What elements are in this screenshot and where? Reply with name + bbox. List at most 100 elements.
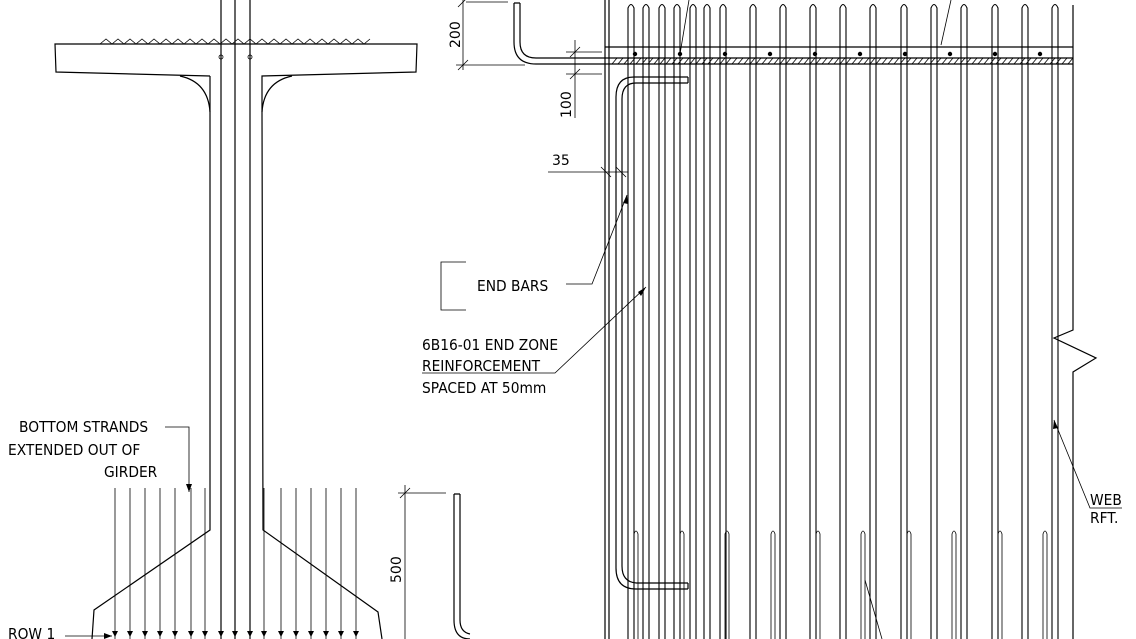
- stirrup-leg-8: [951, 530, 957, 639]
- end-zone-arrow: [638, 287, 646, 296]
- stirrup-5: [689, 3, 697, 639]
- stirrup-leg-3: [724, 530, 730, 639]
- slab-hatch-line: [713, 57, 720, 65]
- slab-hatch-line: [653, 57, 660, 65]
- bottom-strand-tip-7: [202, 631, 208, 637]
- slab-hatch-line: [731, 57, 738, 65]
- dimension-500: [398, 485, 446, 639]
- slab-hatch: [611, 57, 1074, 65]
- slab-hatch-line: [815, 57, 822, 65]
- slab-hatch-line: [833, 57, 840, 65]
- end-bar-c: [615, 76, 689, 590]
- slab-hatch-line: [893, 57, 900, 65]
- bottom-strand-tip-6: [188, 631, 194, 637]
- stirrup-2: [642, 3, 650, 639]
- dimension-35-label: 35: [552, 153, 570, 169]
- slab-hatch-line: [683, 57, 690, 65]
- web-rft-arrow: [1053, 420, 1058, 429]
- slab-hatch-line: [725, 57, 732, 65]
- slab-hatch-line: [821, 57, 828, 65]
- end-bars-label: END BARS: [477, 279, 548, 296]
- slab-hatch-line: [617, 57, 624, 65]
- slab-hatch-line: [869, 57, 876, 65]
- stirrup-11: [839, 3, 847, 639]
- bottom-strands-label-line3: GIRDER: [104, 465, 157, 482]
- stirrup-leg-4: [770, 530, 776, 639]
- top-leader-a: [679, 0, 690, 55]
- slab-hatch-line: [845, 57, 852, 65]
- slab-hatch-line: [857, 57, 864, 65]
- top-bar-dot-left: [218, 54, 224, 60]
- slab-hatch-line: [827, 57, 834, 65]
- bottom-strand-tip-14: [308, 631, 314, 637]
- slab-hatch-line: [971, 57, 978, 65]
- slab-hatch-line: [983, 57, 990, 65]
- bottom-strand-tip-1: [112, 631, 118, 637]
- slab-hatch-line: [749, 57, 756, 65]
- stirrup-leg-5: [815, 530, 821, 639]
- stirrup-17: [1021, 3, 1029, 639]
- bottom-leader: [864, 579, 883, 639]
- stirrup-1: [627, 3, 635, 639]
- girder-section-outline: [54, 43, 418, 639]
- web-rft-label-line1: WEB: [1090, 493, 1122, 510]
- girder-break-line: [1052, 5, 1098, 639]
- dimension-100: [566, 40, 602, 118]
- row-1-label: ROW 1: [8, 627, 55, 639]
- flange-fillet-left: [179, 75, 211, 113]
- stirrup-8: [749, 3, 757, 639]
- slab-hatch-line: [737, 57, 744, 65]
- slab-hatch-line: [1007, 57, 1014, 65]
- stirrup-12: [869, 3, 877, 639]
- dimension-200-label: 200: [448, 21, 464, 48]
- bottom-strand-tip-10: [247, 631, 253, 637]
- bottom-strands-leader: [165, 426, 190, 492]
- slab-hatch-line: [863, 57, 870, 65]
- row-1-arrow: [104, 633, 112, 639]
- stirrup-10: [809, 3, 817, 639]
- bottom-strands: [112, 488, 359, 639]
- bottom-strand-tip-17: [353, 631, 359, 637]
- bottom-strand-tip-9: [232, 631, 238, 637]
- dimension-100-label: 100: [559, 91, 575, 118]
- slab-bar-dot: [1037, 51, 1043, 57]
- stirrup-7: [719, 3, 727, 639]
- bottom-strand-tip-11: [261, 631, 267, 637]
- bottom-strand-tip-12: [278, 631, 284, 637]
- slab-hatch-line: [803, 57, 810, 65]
- slab-hatch-line: [911, 57, 918, 65]
- slab-hatch-line: [785, 57, 792, 65]
- stirrup-leg-10: [1042, 530, 1048, 639]
- bottom-stirrup-legs: [633, 530, 1048, 639]
- slab-hatch-line: [1043, 57, 1050, 65]
- slab-hatch-line: [923, 57, 930, 65]
- stirrup-14: [930, 3, 938, 639]
- stirrup-15: [960, 3, 968, 639]
- stirrup-leg-9: [997, 530, 1003, 639]
- top-hook-bar: [513, 2, 605, 65]
- girder-cross-section: [54, 0, 418, 639]
- bottom-strand-tip-2: [127, 631, 133, 637]
- slab-hatch-line: [917, 57, 924, 65]
- bottom-strand-tip-4: [157, 631, 163, 637]
- slab-hatch-line: [851, 57, 858, 65]
- slab-hatch-line: [953, 57, 960, 65]
- end-bars-bracket: [440, 261, 466, 311]
- slab-hatch-line: [875, 57, 882, 65]
- slab-hatch-line: [1013, 57, 1020, 65]
- stirrup-3: [658, 3, 666, 639]
- stirrup-6: [703, 3, 711, 639]
- top-leader-b: [940, 0, 952, 46]
- bottom-hook-bar: [453, 493, 471, 639]
- vertical-stirrups: [627, 3, 1059, 639]
- stirrup-leg-2: [679, 530, 685, 639]
- bottom-strand-tip-5: [172, 631, 178, 637]
- bottom-strands-arrow: [186, 484, 192, 492]
- slab-hatch-line: [941, 57, 948, 65]
- slab-hatch-line: [635, 57, 642, 65]
- slab-hatch-line: [791, 57, 798, 65]
- stirrup-16: [991, 3, 999, 639]
- slab-hatch-line: [659, 57, 666, 65]
- slab-bar-dots: [632, 51, 1043, 57]
